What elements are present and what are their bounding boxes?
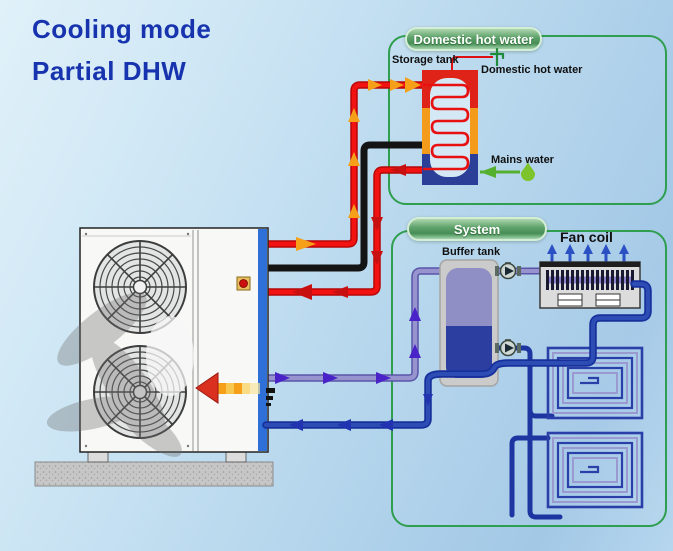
indicator-light-icon — [239, 279, 248, 288]
flow-arrow — [409, 344, 421, 358]
ghost-fan-blades — [46, 292, 182, 457]
chilled-return-pipe — [264, 282, 650, 427]
flow-arrow — [348, 108, 360, 122]
dhw-panel-header-label: Domestic hot water — [413, 31, 534, 47]
flow-arrow — [423, 394, 433, 406]
mains-water-label: Mains water — [491, 154, 554, 166]
dhw-outlet-label: Domestic hot water — [481, 64, 583, 76]
water-droplet-icon — [521, 160, 535, 181]
flow-arrow — [371, 217, 383, 231]
storage-tank — [422, 70, 478, 185]
fan-coil-label: Fan coil — [560, 229, 613, 245]
dhw-panel-header: Domestic hot water — [405, 27, 542, 51]
flow-arrow — [405, 77, 421, 93]
chilled-supply-pipe — [257, 268, 465, 381]
flow-arrow — [390, 164, 406, 176]
flow-arrow — [275, 372, 290, 384]
flow-arrow — [371, 251, 383, 265]
flow-arrow — [292, 284, 312, 300]
flow-arrow — [348, 152, 360, 166]
flow-arrow — [379, 419, 393, 431]
chilled-return-pipe-outline — [262, 280, 652, 429]
page-title-line1: Cooling mode — [32, 14, 212, 44]
buffer-tank-cold — [446, 326, 492, 378]
tank-inner — [430, 78, 470, 177]
flow-arrow — [409, 307, 421, 321]
flow-arrow — [337, 419, 351, 431]
floor-loop-trunk-pipe — [527, 409, 563, 520]
flow-arrow — [348, 204, 360, 218]
fan-coil-fins — [546, 270, 634, 290]
refrigerant-pipe — [256, 141, 434, 272]
circulation-pump-icon — [495, 262, 521, 280]
tank-coil — [422, 83, 470, 171]
flow-arrow — [332, 286, 348, 298]
ghost-highlight — [146, 316, 194, 396]
flow-arrow — [376, 372, 391, 384]
cabinet-side-strip — [258, 229, 267, 451]
refrigerant-arrow — [195, 372, 260, 404]
flow-arrow — [289, 419, 303, 431]
page-title-line2: Partial DHW — [32, 56, 187, 86]
buffer-tank-label: Buffer tank — [442, 246, 501, 258]
tap-pipe — [451, 56, 493, 74]
mains-flow-arrow — [480, 166, 496, 178]
fan-coil-unit — [539, 244, 641, 309]
heat-pump-unit — [34, 227, 275, 487]
flow-arrow — [323, 372, 338, 384]
floor-loop-supply-pipe — [483, 345, 555, 419]
faucet-icon — [489, 47, 505, 66]
system-panel-header: System — [407, 217, 547, 241]
concrete-base — [34, 461, 274, 487]
storage-tank-label: Storage tank — [392, 54, 459, 66]
floor-loop-return-pipe — [509, 435, 551, 518]
floor-coil — [546, 431, 644, 509]
circulation-pump-icon — [495, 339, 521, 357]
airflow-arrow-icon — [547, 244, 629, 262]
buffer-tank — [439, 259, 499, 387]
flow-arrow — [296, 237, 316, 251]
flow-arrow — [390, 79, 404, 91]
system-panel-header-label: System — [453, 221, 501, 237]
flow-arrow — [368, 79, 382, 91]
